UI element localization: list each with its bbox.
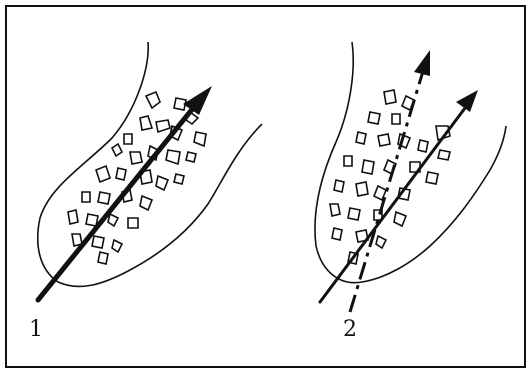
- panel-2: [315, 42, 506, 312]
- panel-1-label: 1: [29, 319, 43, 341]
- figure-border: [6, 6, 525, 367]
- panel-2-arrow-solid-head: [456, 90, 478, 112]
- panel-2-label: 2: [343, 319, 357, 341]
- panel-1: [38, 42, 262, 300]
- panel-1-arrowhead: [183, 86, 212, 115]
- panel-2-arrow-dashed-head: [414, 50, 430, 76]
- panel-2-arrow-solid-shaft: [320, 104, 468, 302]
